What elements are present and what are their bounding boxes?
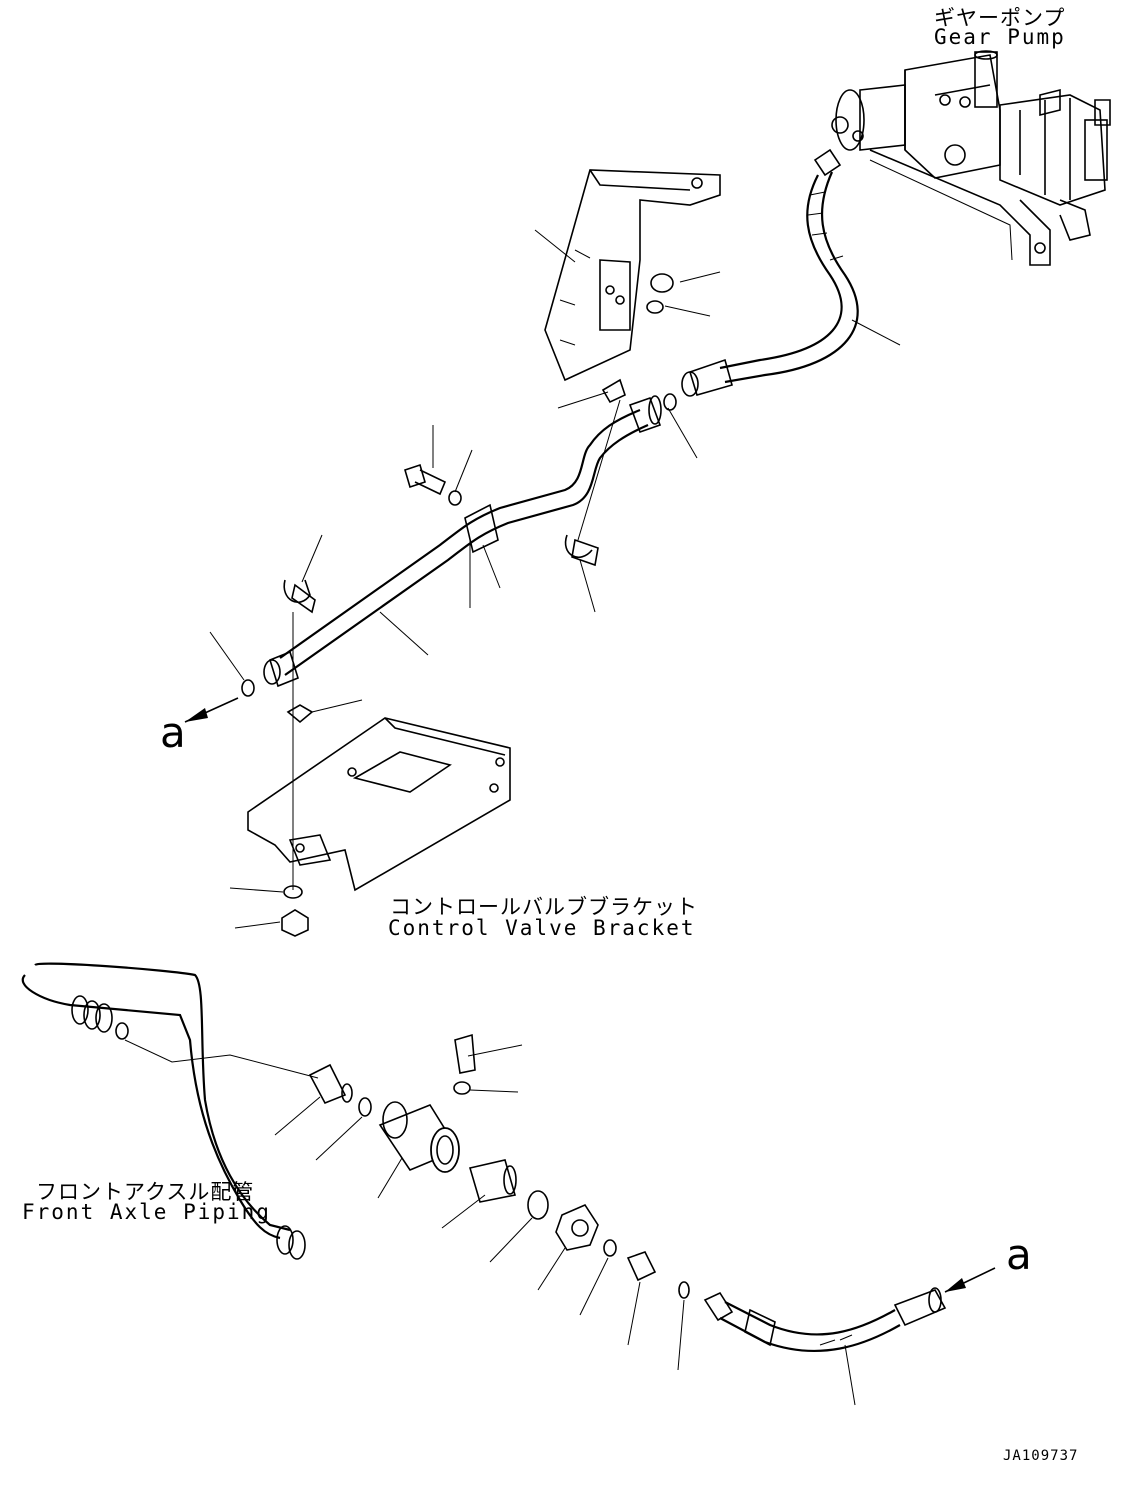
reference-a-bottom: a (1006, 1230, 1032, 1279)
drawing-code: JA109737 (1003, 1448, 1079, 1464)
lower-hose (703, 1287, 947, 1353)
gear-pump-label-en: Gear Pump (934, 25, 1066, 49)
control-valve-bracket-label-jp: コントロールバルブブラケット (390, 895, 698, 919)
control-valve-bracket-label-en: Control Valve Bracket (388, 916, 696, 940)
gear-pump (831, 50, 1111, 266)
reference-arrows (184, 697, 996, 1293)
gear-pump-label-jp: ギヤーポンプ (934, 6, 1066, 30)
upper-hose (663, 148, 859, 411)
control-valve-bracket (247, 717, 511, 937)
leader-lines (209, 229, 901, 1406)
reference-a-top: a (160, 708, 186, 757)
front-axle-piping-label-jp: フロントアクスル配管 (36, 1180, 255, 1204)
pipe-hardware (283, 399, 621, 890)
main-pipe (241, 395, 662, 697)
front-axle-piping-label-en: Front Axle Piping (22, 1200, 271, 1224)
lower-fittings (308, 1033, 690, 1299)
upper-bracket (544, 169, 721, 404)
front-axle-piping (21, 962, 319, 1260)
